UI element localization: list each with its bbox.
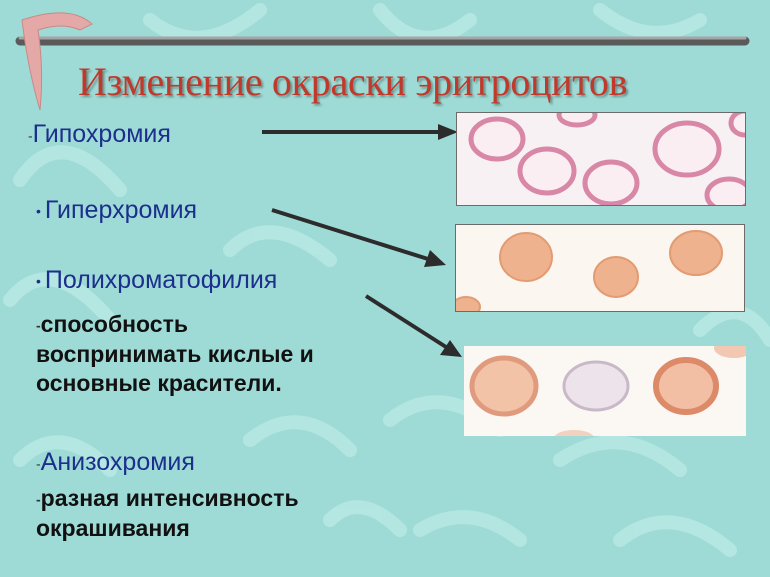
- dash-marker: -: [36, 455, 41, 472]
- slide-title: Изменение окраски эритроцитов: [78, 59, 628, 104]
- anisochromia-description: -разная интенсивность окрашивания: [36, 484, 299, 543]
- hypochromia-term: -Гипохромия: [28, 120, 171, 149]
- description-line: разная интенсивность: [40, 485, 299, 511]
- polychromatic-cells-image: [469, 346, 746, 436]
- hypochromic-cells-image: [468, 113, 745, 205]
- hypochromia-label: Гипохромия: [32, 120, 171, 148]
- polychromatophilia-photo: [464, 346, 746, 436]
- hyperchromic-cells-image: [456, 230, 723, 311]
- dash-marker: -: [28, 127, 33, 144]
- description-line: воспринимать кислые и: [36, 341, 314, 368]
- bullet-marker: •: [36, 203, 41, 220]
- description-line: окрашивания: [36, 515, 190, 542]
- polychromatophilia-description: -способность воспринимать кислые и основ…: [36, 310, 314, 398]
- polychromatophilia-label: Полихроматофилия: [44, 266, 278, 294]
- description-line: основные красители.: [36, 370, 282, 397]
- anisochromia-term: -Анизохромия: [36, 448, 195, 477]
- dash-marker: -: [36, 491, 41, 508]
- dash-marker: -: [36, 317, 41, 334]
- anisochromia-label: Анизохромия: [40, 448, 195, 476]
- bullet-marker: •: [36, 273, 41, 290]
- hyperchromia-photo: [455, 224, 745, 312]
- polychromatophilia-term: •Полихроматофилия: [36, 266, 277, 295]
- hyperchromia-term: •Гиперхромия: [36, 196, 197, 225]
- description-line: способность: [40, 311, 188, 337]
- hypochromia-photo: [456, 112, 746, 206]
- hyperchromia-label: Гиперхромия: [44, 196, 198, 224]
